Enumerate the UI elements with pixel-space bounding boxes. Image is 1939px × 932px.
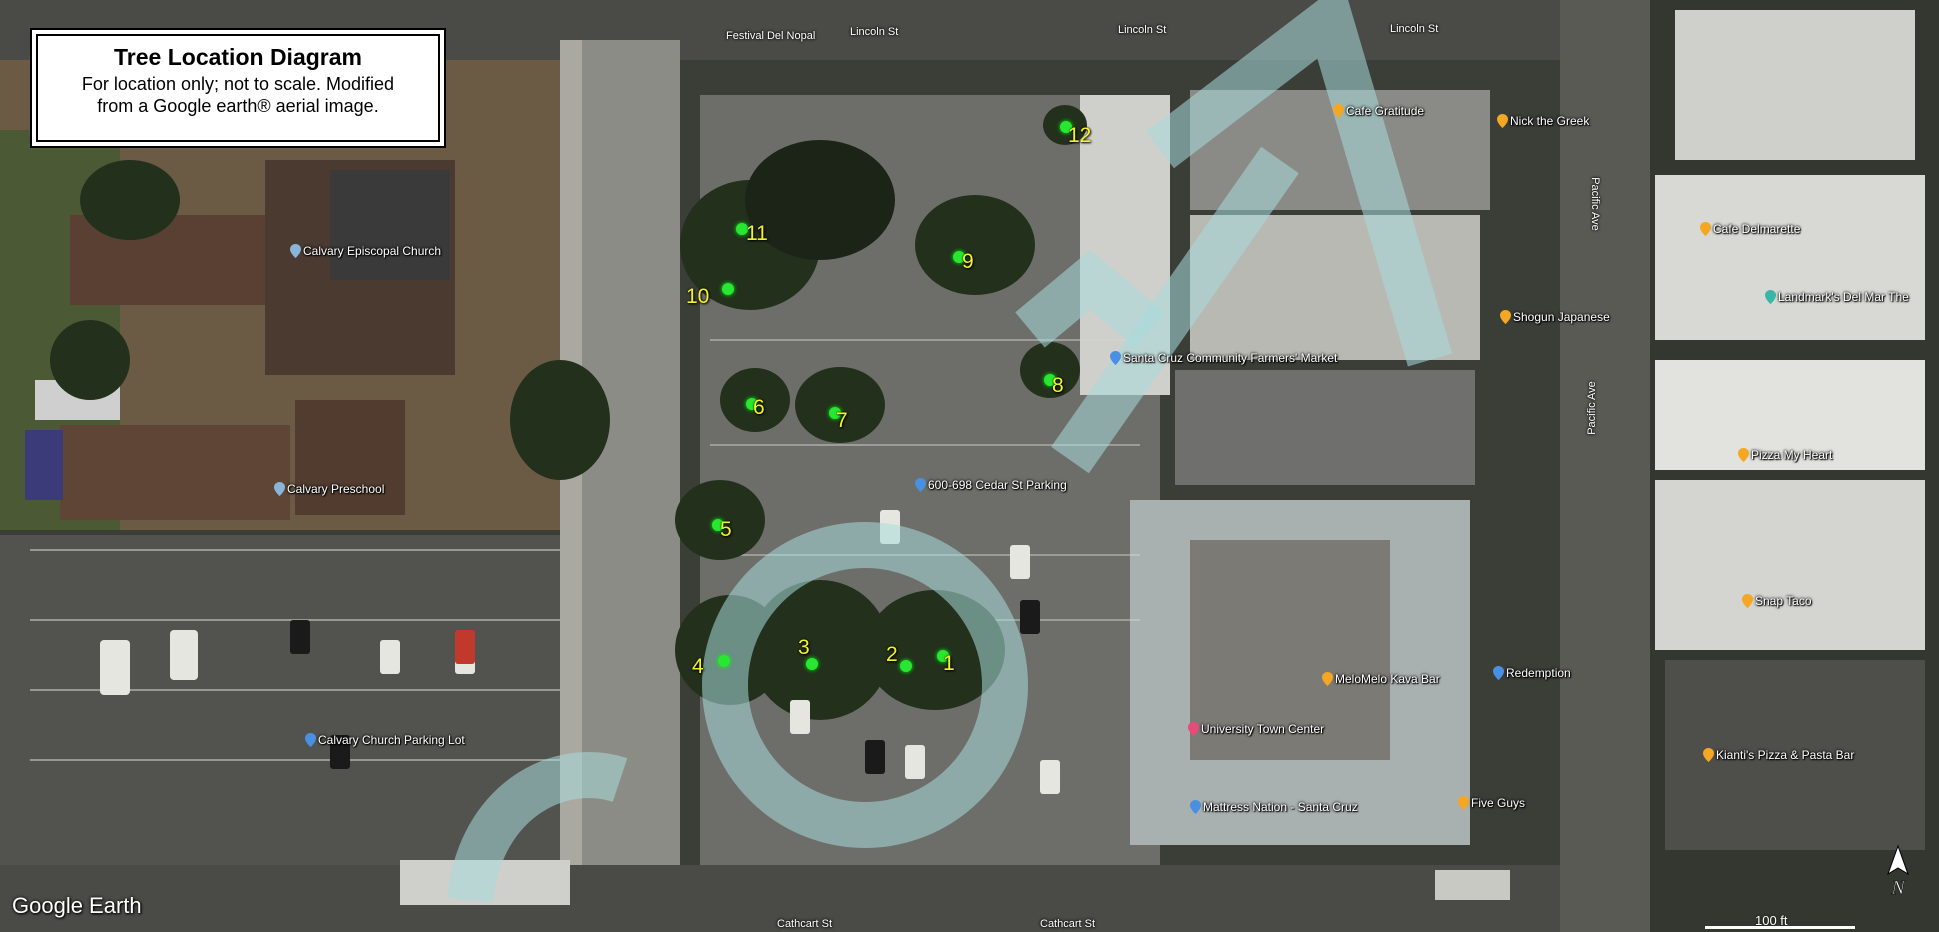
poi-cafe-gratitude[interactable]: Cafe Gratitude [1333, 104, 1424, 118]
scale-label: 100 ft [1755, 913, 1788, 928]
place-pin-icon [1190, 800, 1201, 814]
map-legend: Tree Location Diagram For location only;… [36, 34, 440, 142]
tree-label-6: 6 [753, 396, 765, 419]
tree-marker-11[interactable] [736, 223, 748, 235]
tree-marker-4[interactable] [718, 655, 730, 667]
tree-label-5: 5 [720, 518, 732, 541]
tree-label-3: 3 [798, 636, 810, 659]
poi-calvary-preschool[interactable]: Calvary Preschool [274, 482, 384, 496]
food-pin-icon [1742, 594, 1753, 608]
poi-label: Mattress Nation - Santa Cruz [1203, 800, 1358, 814]
poi-cafe-delmarette[interactable]: Cafe Delmarette [1700, 222, 1800, 236]
poi-label: University Town Center [1201, 722, 1325, 736]
poi-pizza-my-heart[interactable]: Pizza My Heart [1738, 448, 1832, 462]
food-pin-icon [1458, 796, 1469, 810]
place-pin-icon [1110, 351, 1121, 365]
food-pin-icon [1497, 114, 1508, 128]
tree-label-12: 12 [1068, 124, 1092, 147]
legend-title: Tree Location Diagram [114, 44, 362, 70]
poi-label: Kianti's Pizza & Pasta Bar [1716, 748, 1855, 762]
tree-marker-12[interactable] [1060, 121, 1072, 133]
poi-mattress-nation[interactable]: Mattress Nation - Santa Cruz [1190, 800, 1358, 814]
food-pin-icon [1703, 748, 1714, 762]
poi-label: Cafe Gratitude [1346, 104, 1425, 118]
poi-shogun-japanese[interactable]: Shogun Japanese [1500, 310, 1610, 324]
poi-label: Snap Taco [1755, 594, 1812, 608]
street-label-pacific-1: Pacific Ave [1588, 177, 1601, 231]
place-pin-icon [305, 733, 316, 747]
street-label-cathcart-2: Cathcart St [1040, 918, 1096, 930]
poi-landmark-del-mar-theatre[interactable]: Landmark's Del Mar The [1765, 290, 1909, 304]
tree-marker-5[interactable] [712, 519, 724, 531]
poi-label: Santa Cruz Community Farmers' Market [1123, 351, 1338, 365]
tree-marker-1[interactable] [937, 650, 949, 662]
tree-marker-9[interactable] [953, 251, 965, 263]
food-pin-icon [1322, 672, 1333, 686]
poi-university-town-center[interactable]: University Town Center [1188, 722, 1324, 736]
poi-five-guys[interactable]: Five Guys [1458, 796, 1525, 810]
poi-melomelo-kava-bar[interactable]: MeloMelo Kava Bar [1322, 672, 1440, 686]
tree-label-11: 11 [746, 222, 768, 245]
street-label-lincoln-2: Lincoln St [1118, 24, 1167, 36]
tree-label-8: 8 [1052, 374, 1064, 397]
poi-label: Redemption [1506, 666, 1571, 680]
tree-marker-7[interactable] [829, 407, 841, 419]
street-label-cathcart-1: Cathcart St [777, 918, 833, 930]
tree-marker-2[interactable] [900, 660, 912, 672]
food-pin-icon [1738, 448, 1749, 462]
poi-label: Calvary Church Parking Lot [318, 733, 465, 747]
poi-label: Shogun Japanese [1513, 310, 1610, 324]
place-pin-icon [274, 482, 285, 496]
poi-label: Cafe Delmarette [1713, 222, 1801, 236]
place-pin-icon [1493, 666, 1504, 680]
tree-label-2: 2 [886, 643, 898, 666]
place-pin-icon [290, 244, 301, 258]
poi-label: MeloMelo Kava Bar [1335, 672, 1440, 686]
tree-label-7: 7 [836, 409, 848, 432]
legend-description-line2: from a Google earth® aerial image. [97, 96, 379, 116]
poi-calvary-church-parking-lot[interactable]: Calvary Church Parking Lot [305, 733, 465, 747]
tree-label-4: 4 [692, 655, 704, 678]
tree-marker-6[interactable] [746, 398, 758, 410]
poi-label: Pizza My Heart [1751, 448, 1833, 462]
legend-description-line1: For location only; not to scale. Modifie… [81, 74, 395, 94]
poi-label: Landmark's Del Mar The [1778, 290, 1909, 304]
street-label-festival: Festival Del Nopal [726, 30, 816, 42]
poi-calvary-episcopal-church[interactable]: Calvary Episcopal Church [290, 244, 441, 258]
scale-bar [1705, 926, 1855, 929]
poi-label: Nick the Greek [1510, 114, 1590, 128]
poi-label: 600-698 Cedar St Parking [928, 478, 1067, 492]
tree-marker-8[interactable] [1044, 374, 1056, 386]
google-earth-attribution: Google Earth [12, 893, 142, 918]
food-pin-icon [1500, 310, 1511, 324]
poi-nick-the-greek[interactable]: Nick the Greek [1497, 114, 1589, 128]
north-arrow-icon: N [1878, 844, 1918, 900]
poi-label: Calvary Episcopal Church [303, 244, 442, 258]
street-label-lincoln-3: Lincoln St [1390, 23, 1439, 35]
tree-marker-10[interactable] [722, 283, 734, 295]
street-label-pacific-2: Pacific Ave [1585, 381, 1598, 435]
poi-kiantis-pizza[interactable]: Kianti's Pizza & Pasta Bar [1703, 748, 1854, 762]
poi-label: Five Guys [1471, 796, 1526, 810]
poi-snap-taco[interactable]: Snap Taco [1742, 594, 1812, 608]
tree-label-10: 10 [686, 285, 710, 308]
poi-farmers-market[interactable]: Santa Cruz Community Farmers' Market [1110, 351, 1337, 365]
shop-pin-icon [1188, 722, 1199, 736]
tree-marker-3[interactable] [806, 658, 818, 670]
food-pin-icon [1700, 222, 1711, 236]
north-label: N [1890, 877, 1906, 899]
poi-cedar-st-parking[interactable]: 600-698 Cedar St Parking [915, 478, 1067, 492]
poi-label: Calvary Preschool [287, 482, 385, 496]
poi-redemption[interactable]: Redemption [1493, 666, 1571, 680]
tree-label-9: 9 [962, 250, 974, 273]
theatre-pin-icon [1765, 290, 1776, 304]
food-pin-icon [1333, 104, 1344, 118]
tree-label-1: 1 [943, 652, 955, 675]
place-pin-icon [915, 478, 926, 492]
street-label-lincoln-1: Lincoln St [850, 26, 899, 38]
